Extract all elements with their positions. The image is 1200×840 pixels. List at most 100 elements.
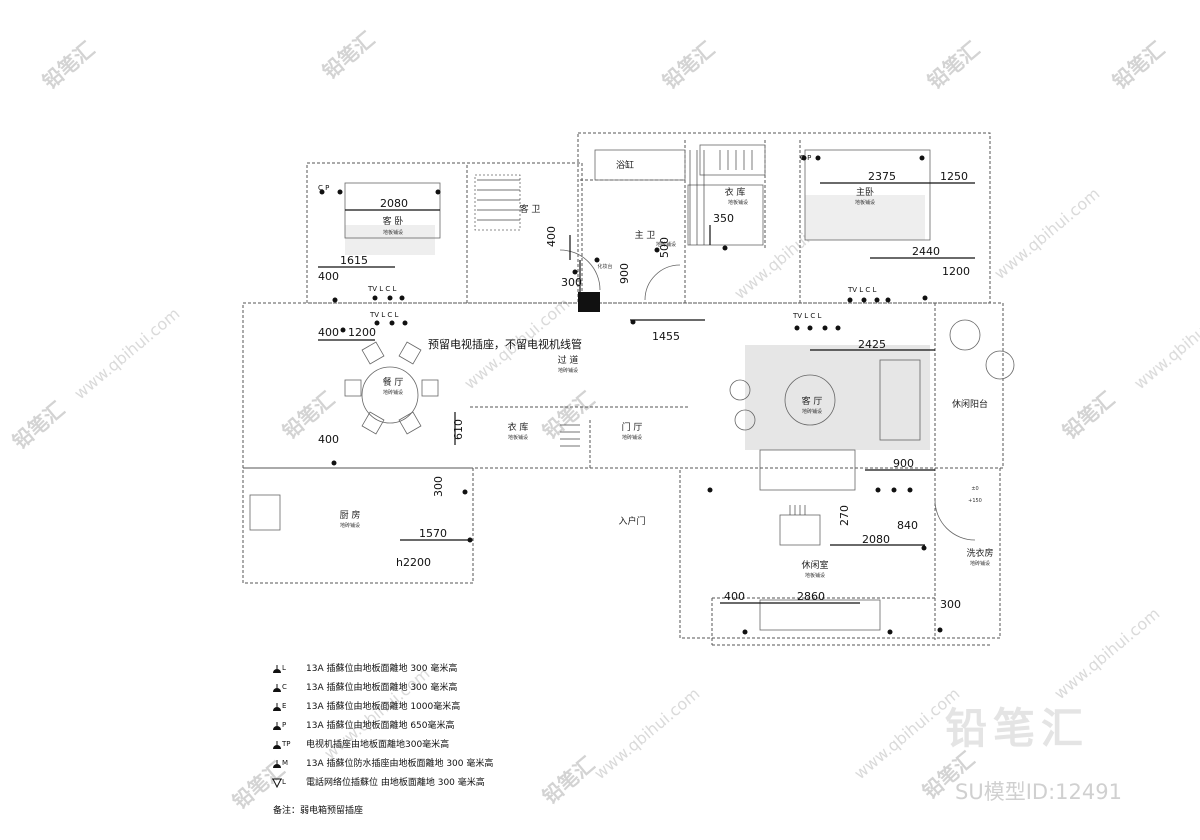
legend-text: 13A 插蘇位由地板面離地 1000毫米高 bbox=[306, 702, 461, 712]
legend-text: 电视机插座由地板面離地300毫米高 bbox=[306, 740, 450, 750]
dim-500: 500 bbox=[658, 237, 671, 258]
room-laundry-floor: 地砖铺设 bbox=[970, 560, 990, 567]
level-mark-plus: +150 bbox=[968, 498, 982, 504]
room-balcony: 休闲阳台 bbox=[952, 398, 988, 410]
room-foyer: 门 厅 bbox=[622, 421, 643, 433]
room-washbasin: 化妆台 bbox=[597, 263, 612, 270]
room-master-bedroom: 主卧 bbox=[856, 186, 874, 198]
dim-900-a: 900 bbox=[618, 263, 631, 284]
dim-400-b: 400 bbox=[318, 326, 339, 339]
walls bbox=[242, 132, 1004, 646]
legend-row: L 13A 插蘇位由地板面離地 300 毫米高 bbox=[262, 660, 622, 679]
watermark-url: www.qbihui.com bbox=[1130, 294, 1200, 393]
dim-300-c: 300 bbox=[940, 598, 961, 611]
dim-300-b: 300 bbox=[432, 476, 445, 497]
dim-1615: 1615 bbox=[340, 254, 368, 267]
room-guest-bath: 客 卫 bbox=[520, 203, 541, 215]
legend-text: 13A 插蘇位由地板面離地 300 毫米高 bbox=[306, 683, 458, 693]
room-kitchen: 厨 房 bbox=[340, 509, 361, 521]
legend-text: 13A 插蘇位由地板面離地 300 毫米高 bbox=[306, 664, 458, 674]
room-foyer-floor: 地砖铺设 bbox=[622, 434, 642, 441]
dim-2375: 2375 bbox=[868, 170, 896, 183]
dim-2080-guest: 2080 bbox=[380, 197, 408, 210]
watermark-logo: 铅笔汇 bbox=[1108, 37, 1169, 94]
dim-840: 840 bbox=[897, 519, 918, 532]
room-dining-floor: 地砖铺设 bbox=[383, 389, 403, 396]
closet-hatching bbox=[477, 150, 806, 515]
legend-text: 13A 插蘇位防水插座由地板面離地 300 毫米高 bbox=[306, 759, 494, 769]
legend-row: E 13A 插蘇位由地板面離地 1000毫米高 bbox=[262, 698, 622, 717]
dim-270: 270 bbox=[838, 505, 851, 526]
room-cloakroom: 衣 库 bbox=[508, 421, 529, 433]
room-walkin-closet-floor: 地板铺设 bbox=[728, 199, 748, 206]
legend-row: TP 电视机插座由地板面離地300毫米高 bbox=[262, 736, 622, 755]
watermark-url: www.qbihui.com bbox=[70, 304, 183, 403]
room-guest-bedroom: 客 卧 bbox=[383, 215, 404, 227]
dim-2425: 2425 bbox=[858, 338, 886, 351]
room-corridor-floor: 地砖铺设 bbox=[558, 367, 578, 374]
watermark-logo: 铅笔汇 bbox=[38, 37, 99, 94]
watermark-url: www.qbihui.com bbox=[1050, 604, 1163, 703]
dim-900-b: 900 bbox=[893, 457, 914, 470]
dim-1200-b: 1200 bbox=[942, 265, 970, 278]
socket-code-labels: C P TV L C L TV L C L C P TV L C L TV L … bbox=[318, 154, 877, 320]
dim-1250: 1250 bbox=[940, 170, 968, 183]
room-leisure-floor: 地板铺设 bbox=[805, 572, 825, 579]
code-tvlcl-dining: TV L C L bbox=[369, 311, 399, 319]
socket-symbol-icon: L bbox=[262, 660, 306, 679]
socket-symbol-icon: P bbox=[262, 717, 306, 736]
code-cp-master: C P bbox=[800, 154, 811, 162]
code-tvlcl-master: TV L C L bbox=[847, 286, 877, 294]
legend-text: 13A 插蘇位由地板面離地 650毫米高 bbox=[306, 721, 455, 731]
room-bathtub: 浴缸 bbox=[616, 159, 634, 171]
code-cp-guest: C P bbox=[318, 184, 329, 192]
socket-symbol-icon: E bbox=[262, 698, 306, 717]
floor-shading bbox=[345, 195, 930, 450]
dim-1570: 1570 bbox=[419, 527, 447, 540]
watermark-logo: 铅笔汇 bbox=[658, 37, 719, 94]
dim-400-a: 400 bbox=[318, 270, 339, 283]
dim-400-e: 400 bbox=[724, 590, 745, 603]
socket-symbol-icon: C bbox=[262, 679, 306, 698]
legend-row: L 電話网络位插蘇位 由地板面離地 300 毫米高 bbox=[262, 774, 622, 793]
legend-row: M 13A 插蘇位防水插座由地板面離地 300 毫米高 bbox=[262, 755, 622, 774]
dim-1200-a: 1200 bbox=[348, 326, 376, 339]
dimension-lines bbox=[318, 182, 975, 604]
legend-text: 電話网络位插蘇位 由地板面離地 300 毫米高 bbox=[306, 778, 485, 788]
dim-2860: 2860 bbox=[797, 590, 825, 603]
room-corridor: 过 道 bbox=[558, 354, 579, 366]
tv-socket-symbol-icon: TP bbox=[262, 736, 306, 755]
watermark-logo: 铅笔汇 bbox=[318, 27, 379, 84]
watermark-logo: 铅笔汇 bbox=[923, 37, 984, 94]
room-entrance: 入户门 bbox=[618, 515, 645, 527]
dim-400-c: 400 bbox=[545, 226, 558, 247]
dimension-labels: 2080 1615 400 400 1200 400 300 900 500 3… bbox=[318, 170, 970, 611]
tv-socket-note: 预留电视插座，不留电视机线管 bbox=[428, 337, 582, 351]
dim-400-d: 400 bbox=[318, 433, 339, 446]
room-dining: 餐 厅 bbox=[383, 376, 404, 388]
room-master-bath-floor: 地砖铺设 bbox=[656, 241, 676, 248]
room-living: 客 厅 bbox=[802, 395, 823, 407]
dim-610: 610 bbox=[452, 419, 465, 440]
dim-1455: 1455 bbox=[652, 330, 680, 343]
furniture bbox=[249, 144, 1015, 631]
brand-watermark: 铅笔汇 bbox=[945, 704, 1090, 753]
level-mark-zero: ±0 bbox=[971, 486, 978, 492]
model-id-watermark: SU模型ID:12491 bbox=[955, 780, 1122, 804]
room-leisure: 休闲室 bbox=[801, 559, 828, 571]
room-master-bath: 主 卫 bbox=[635, 229, 656, 241]
remark-note: 备注：弱电箱预留插座 bbox=[273, 806, 364, 816]
legend: L 13A 插蘇位由地板面離地 300 毫米高 C 13A 插蘇位由地板面離地 … bbox=[262, 660, 622, 793]
structural-column bbox=[578, 292, 600, 312]
room-labels: 客 卧 地板铺设 客 卫 浴缸 主 卫 地砖铺设 化妆台 衣 库 地板铺设 主卧… bbox=[340, 159, 994, 579]
legend-row: C 13A 插蘇位由地板面離地 300 毫米高 bbox=[262, 679, 622, 698]
code-tvlcl-guest: TV L C L bbox=[367, 285, 397, 293]
room-cloakroom-floor: 地板铺设 bbox=[508, 434, 528, 441]
dim-300-a: 300 bbox=[561, 276, 582, 289]
waterproof-socket-symbol-icon: M bbox=[262, 755, 306, 774]
watermark-logo: 铅笔汇 bbox=[8, 397, 69, 454]
network-socket-symbol-icon: L bbox=[262, 774, 306, 793]
room-kitchen-floor: 地砖铺设 bbox=[340, 522, 360, 529]
dim-2440: 2440 bbox=[912, 245, 940, 258]
